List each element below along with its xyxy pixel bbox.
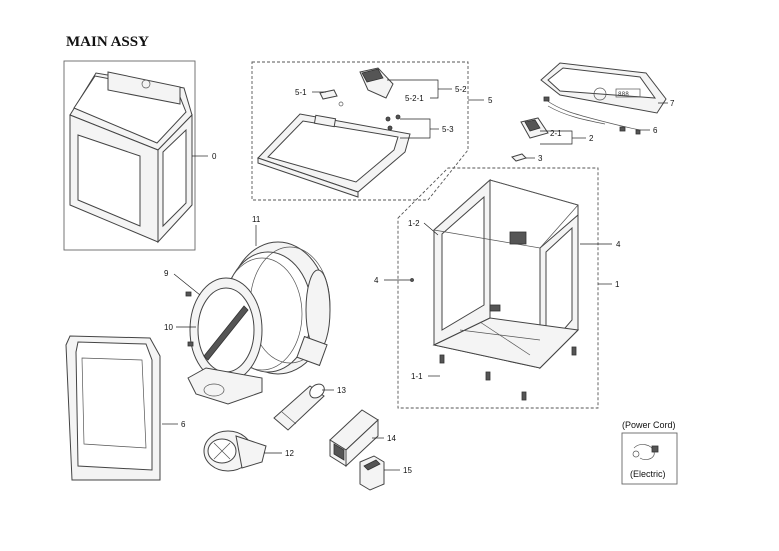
lid-lock-switch[interactable] bbox=[359, 67, 394, 99]
mounting-bracket[interactable] bbox=[359, 455, 385, 491]
lint-filter-housing[interactable] bbox=[187, 367, 263, 405]
label-part-5-1: 5-1 bbox=[295, 88, 307, 97]
label-part-4-left: 4 bbox=[374, 276, 379, 285]
label-part-6-door: 6 bbox=[181, 420, 186, 429]
control-panel-assy[interactable]: 888 bbox=[540, 62, 667, 114]
label-part-5-3: 5-3 bbox=[442, 125, 454, 134]
heater-module[interactable] bbox=[329, 409, 379, 468]
label-part-1-1: 1-1 bbox=[411, 372, 423, 381]
power-cord-caption: (Electric) bbox=[630, 469, 666, 479]
label-part-9: 9 bbox=[164, 269, 169, 278]
svg-text:888: 888 bbox=[618, 91, 629, 98]
label-part-13: 13 bbox=[337, 386, 346, 395]
power-cord-heading: (Power Cord) bbox=[622, 420, 676, 430]
page-title: MAIN ASSY bbox=[66, 34, 149, 50]
lid-bumpers[interactable] bbox=[385, 114, 401, 131]
label-part-11: 11 bbox=[252, 215, 261, 224]
dryer-assembly-frame bbox=[63, 60, 196, 251]
wire-harness[interactable] bbox=[543, 96, 641, 135]
label-part-7: 7 bbox=[670, 99, 675, 108]
front-drum-bracket[interactable] bbox=[185, 277, 263, 383]
label-part-10: 10 bbox=[164, 323, 173, 332]
label-part-2: 2 bbox=[589, 134, 594, 143]
label-part-14: 14 bbox=[387, 434, 396, 443]
label-part-5-2-1: 5-2-1 bbox=[405, 94, 424, 103]
top-lid-panel[interactable] bbox=[257, 113, 411, 198]
lid-hinge-bracket[interactable] bbox=[319, 89, 344, 107]
label-part-2-1: 2-1 bbox=[550, 129, 562, 138]
label-part-12: 12 bbox=[285, 449, 294, 458]
label-part-15: 15 bbox=[403, 466, 412, 475]
exhaust-duct[interactable] bbox=[273, 381, 327, 431]
dryer-complete-unit[interactable] bbox=[69, 71, 193, 244]
cabinet-group-frame bbox=[397, 167, 599, 409]
door-assy[interactable] bbox=[65, 335, 161, 481]
label-part-5-2: 5-2 bbox=[455, 85, 467, 94]
label-part-1: 1 bbox=[615, 280, 620, 289]
label-part-1-2: 1-2 bbox=[408, 219, 420, 228]
label-part-3: 3 bbox=[538, 154, 543, 163]
top-panel-group-frame bbox=[251, 61, 469, 201]
blower-motor[interactable] bbox=[203, 430, 267, 472]
label-part-4-right: 4 bbox=[616, 240, 621, 249]
main-pcb[interactable] bbox=[520, 117, 549, 139]
cabinet-assy[interactable] bbox=[432, 178, 580, 401]
label-part-5: 5 bbox=[488, 96, 493, 105]
label-part-6-harness: 6 bbox=[653, 126, 658, 135]
power-cord-box[interactable] bbox=[621, 432, 678, 485]
label-part-0: 0 bbox=[212, 152, 217, 161]
knob-part[interactable] bbox=[511, 153, 527, 162]
